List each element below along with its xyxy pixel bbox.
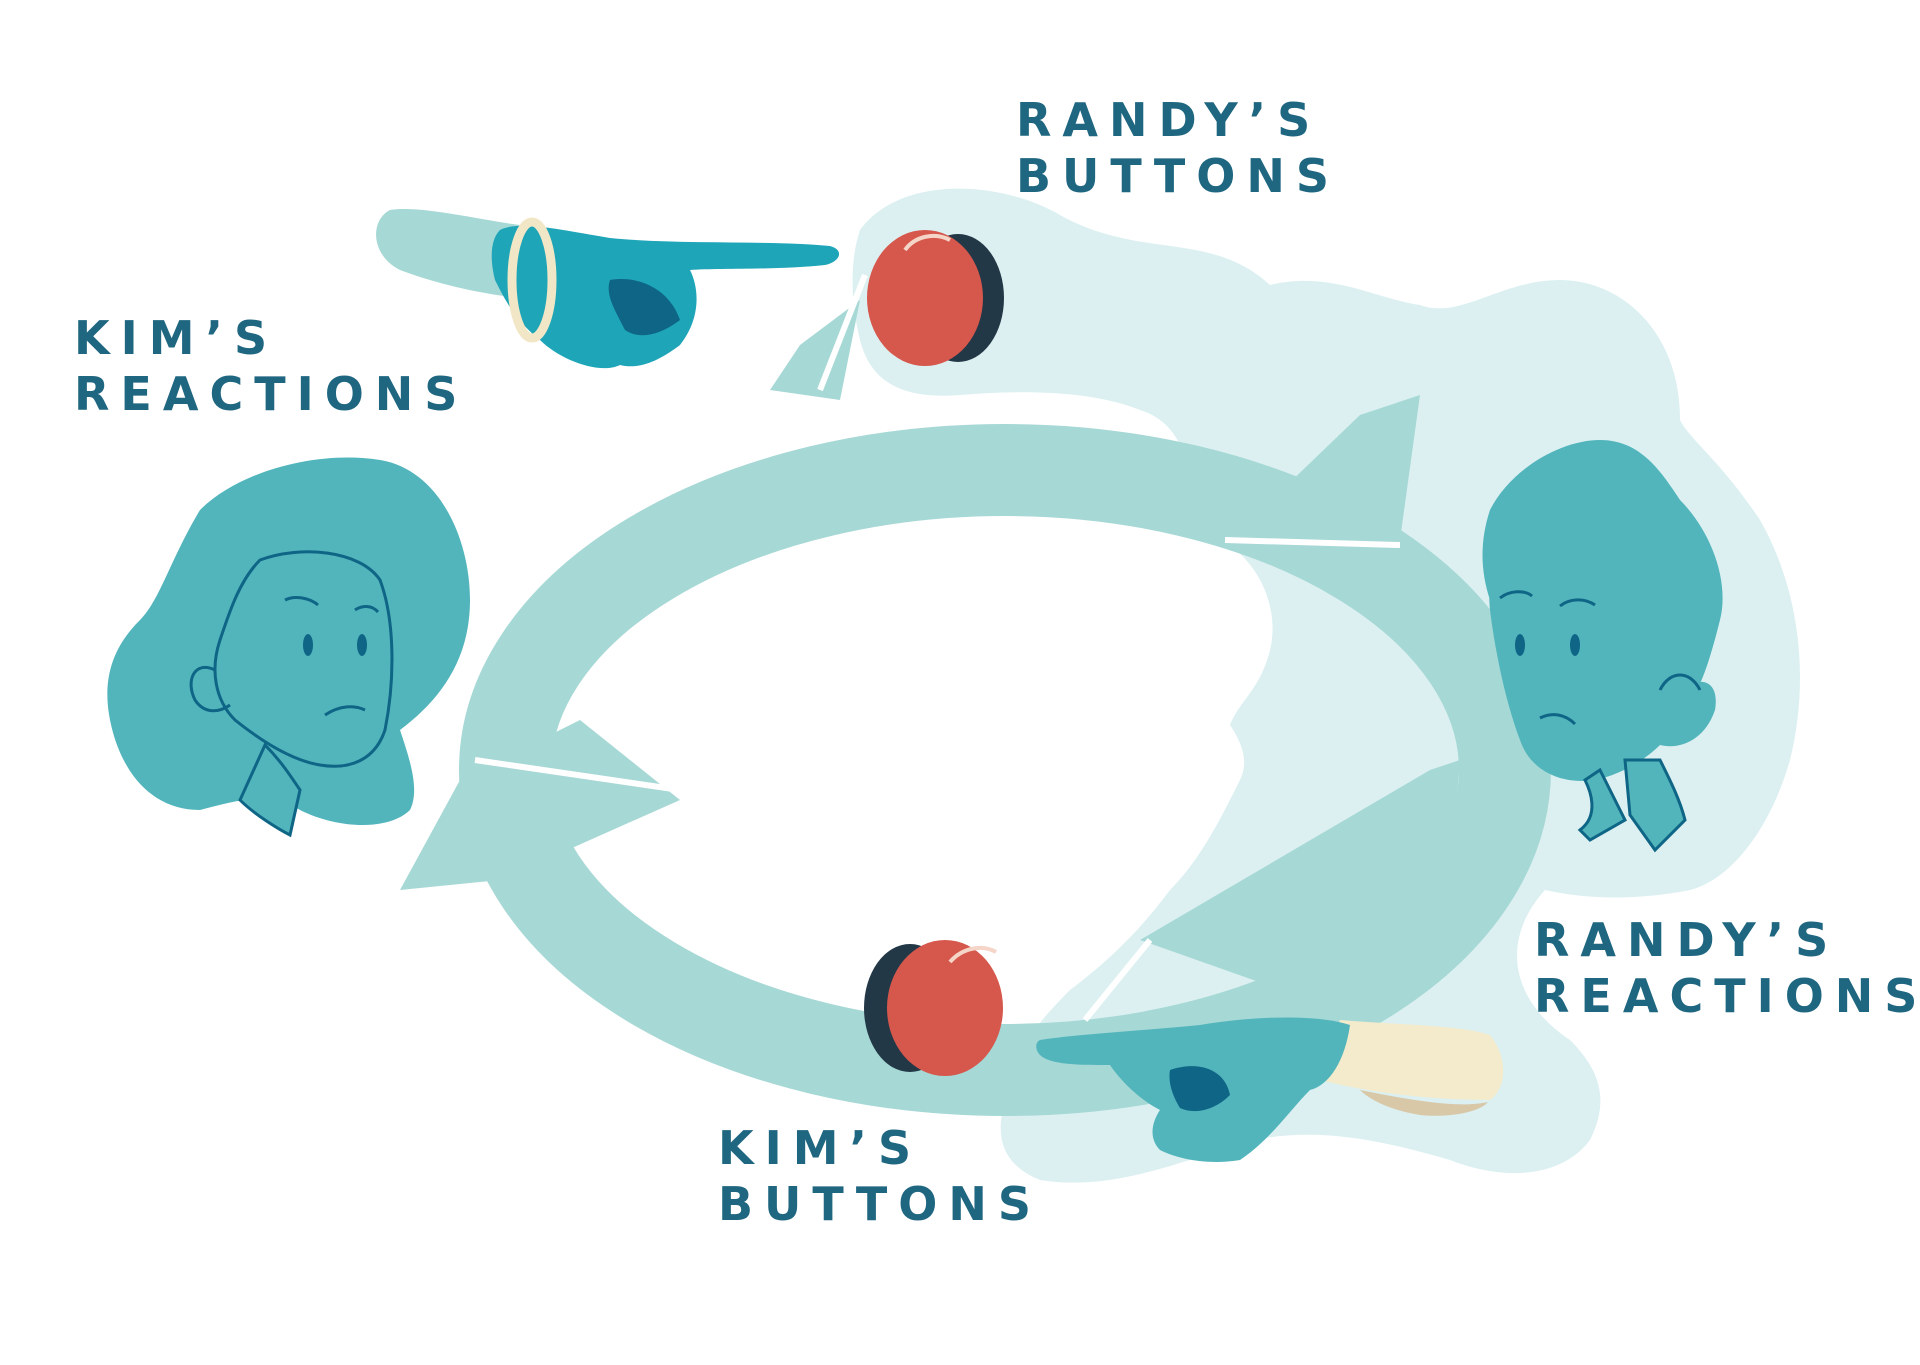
arrowhead-top-right — [1230, 395, 1420, 540]
randy-sleeve — [1320, 1020, 1504, 1100]
randy-neck — [1577, 767, 1627, 842]
randys-buttons-label: RANDY’S BUTTONS — [1016, 92, 1340, 204]
randys-reactions-line2: REACTIONS — [1534, 969, 1920, 1023]
kims-reactions-line2: REACTIONS — [74, 367, 469, 421]
randy-head — [1482, 440, 1723, 853]
kim-left-brow — [284, 596, 319, 607]
randys-reactions-line1: RANDY’S — [1534, 913, 1840, 967]
randy-background-blob — [852, 188, 1800, 1183]
kim-ear — [189, 665, 231, 713]
randy-left-brow — [1499, 590, 1533, 600]
kim-neck — [238, 742, 302, 838]
randy-face — [1489, 551, 1716, 781]
arrow-gap-left — [474, 757, 681, 793]
arrowhead-bottom-right — [1140, 760, 1460, 1000]
randy-right-eye — [1570, 634, 1580, 656]
randy-sleeve-shadow — [1360, 1090, 1488, 1116]
kims-buttons-label: KIM’S BUTTONS — [718, 1120, 1042, 1232]
kim-bracelet — [507, 217, 557, 343]
randys-button-highlight — [903, 233, 951, 252]
randy-mouth — [1539, 713, 1577, 726]
randys-buttons-line2: BUTTONS — [1016, 149, 1340, 203]
kim-head — [107, 457, 470, 838]
randys-reactions-label: RANDY’S REACTIONS — [1534, 912, 1920, 1024]
kim-right-brow — [354, 605, 380, 614]
arrow-gap-right — [1224, 537, 1401, 548]
randy-left-eye — [1515, 634, 1525, 656]
randys-button-top — [867, 230, 983, 366]
randy-ear — [1658, 673, 1702, 691]
arrowhead-bottom-left — [400, 720, 680, 890]
kims-button-highlight — [948, 945, 997, 964]
kims-buttons-line1: KIM’S — [718, 1121, 923, 1175]
kim-face — [213, 550, 394, 768]
randy-collar — [1623, 758, 1687, 853]
kims-buttons-line2: BUTTONS — [718, 1177, 1042, 1231]
randy-hand-detail — [1169, 1066, 1230, 1112]
kims-reactions-label: KIM’S REACTIONS — [74, 310, 468, 422]
arrow-gap-bottom — [1082, 938, 1153, 1022]
randy-right-brow — [1559, 598, 1596, 608]
kim-right-eye — [357, 634, 367, 656]
arrow-gap-top — [817, 273, 868, 392]
randys-buttons-line1: RANDY’S — [1016, 93, 1322, 147]
kim-hand-detail — [608, 279, 680, 336]
kims-button-top — [887, 940, 1003, 1076]
kim-left-eye — [303, 634, 313, 656]
kim-mouth — [324, 705, 366, 717]
kims-reactions-line1: KIM’S — [74, 311, 279, 365]
arrowhead-top-left — [770, 300, 860, 400]
